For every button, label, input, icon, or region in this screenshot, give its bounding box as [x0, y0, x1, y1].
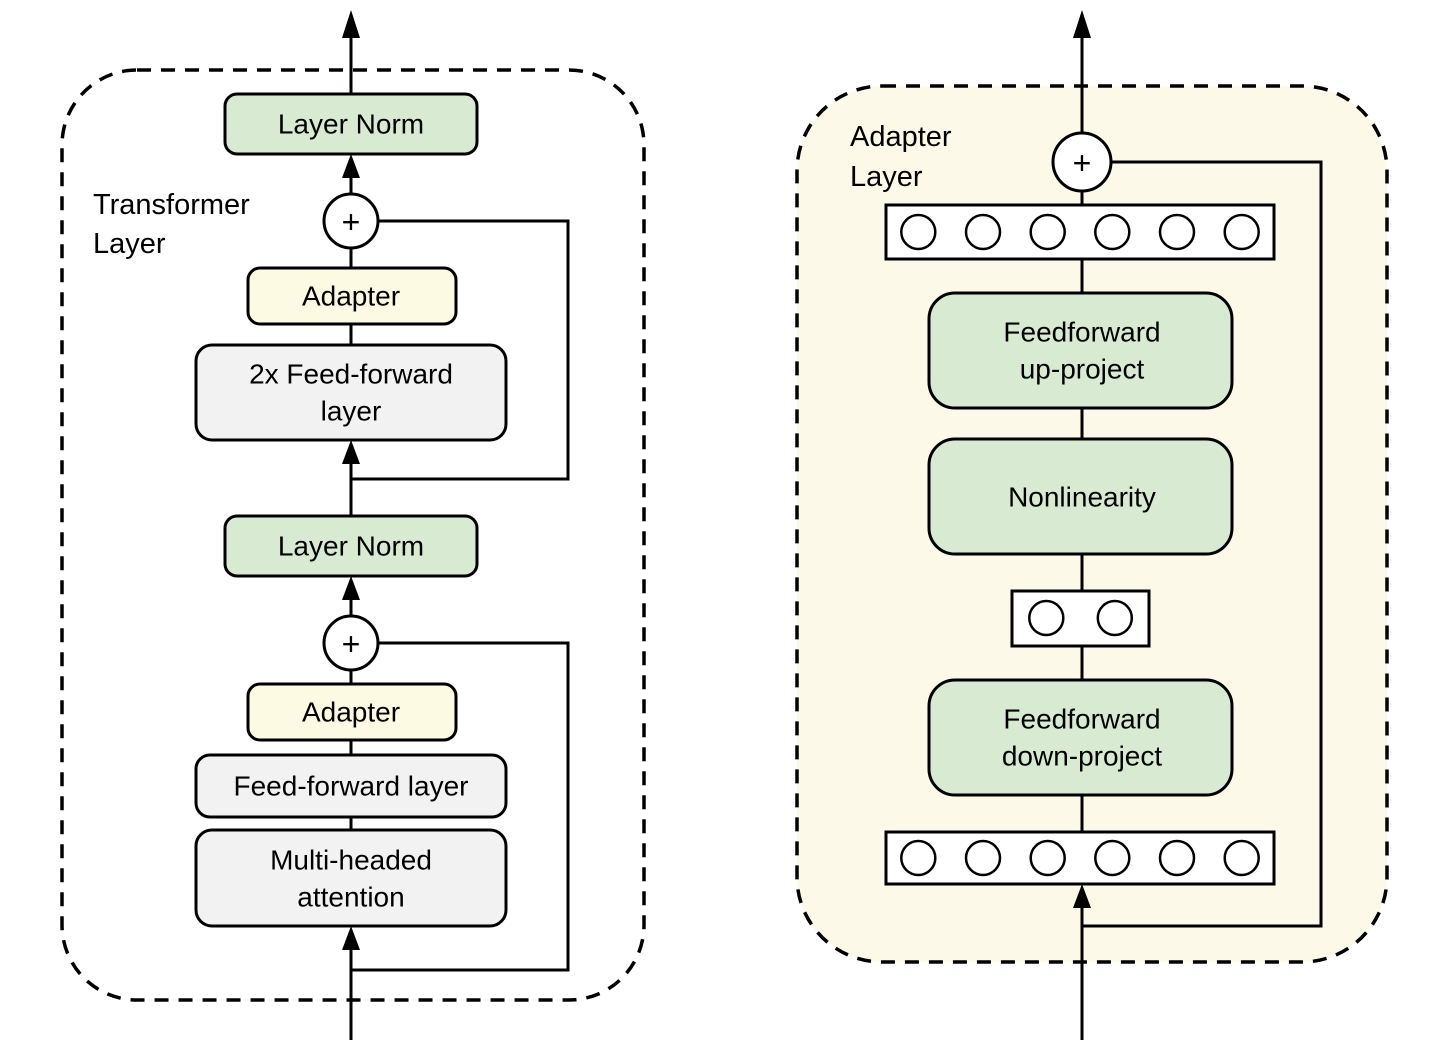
multi-headed-attention-label-line1: Multi-headed: [270, 845, 432, 876]
feed-forward-label: Feed-forward layer: [234, 771, 469, 802]
transformer-layer-title-line2: Layer: [93, 228, 166, 260]
feedforward-down-project-label-line1: Feedforward: [1003, 704, 1160, 735]
plus-circle-right: [1051, 131, 1113, 193]
plus-node-upper-left: +: [322, 192, 380, 250]
multi-headed-attention-box: Multi-headed attention: [194, 828, 508, 928]
feed-forward-box: Feed-forward layer: [194, 753, 508, 819]
skip-connection-lower-left: [351, 641, 570, 972]
adapter-layer-panel: Adapter Layer + Feedforward up-project N…: [795, 10, 1389, 1040]
arrowhead-into-layernorm-mid: [342, 576, 360, 600]
feature-row-bottom: [884, 830, 1276, 886]
feed-forward-rect: [194, 753, 508, 819]
feed-forward-2x-box: 2x Feed-forward layer: [194, 343, 508, 442]
bottleneck-row: [1010, 589, 1151, 648]
feature-circle: [1096, 599, 1134, 637]
layer-norm-top-rect: [223, 92, 479, 156]
feature-circle: [900, 839, 937, 877]
feature-row-top: [884, 203, 1276, 261]
feature-circle: [1158, 213, 1196, 251]
feedforward-up-project-rect: [927, 291, 1234, 410]
plus-circle-lower-left: [322, 614, 380, 672]
arrowhead-output-top-right: [1073, 10, 1091, 38]
adapter-layer-title: Adapter Layer: [850, 121, 952, 193]
adapter-upper-rect: [246, 266, 458, 326]
feature-circle: [1094, 839, 1131, 877]
nonlinearity-box: Nonlinearity: [927, 437, 1234, 556]
layer-norm-mid-rect: [223, 514, 479, 578]
arrowhead-into-mha: [342, 926, 360, 950]
feedforward-up-project-label-line1: Feedforward: [1003, 317, 1160, 348]
adapter-lower-rect: [246, 682, 458, 742]
plus-sign-right: +: [1073, 145, 1092, 181]
layer-norm-mid-box: Layer Norm: [223, 514, 479, 578]
feedforward-up-project-label-line2: up-project: [1020, 354, 1145, 385]
transformer-layer-title-line1: Transformer: [93, 189, 250, 221]
feature-circle: [1158, 839, 1196, 877]
skip-connection-upper-left: [351, 219, 570, 481]
adapter-box-upper: Adapter: [246, 266, 458, 326]
arrowhead-output-top-left: [342, 10, 360, 38]
skip-connection-right: [1082, 160, 1323, 928]
arrowhead-into-layernorm-top: [342, 154, 360, 178]
adapter-upper-label: Adapter: [302, 281, 400, 312]
nonlinearity-rect: [927, 437, 1234, 556]
arrowhead-into-ff2x: [342, 440, 360, 464]
feed-forward-2x-label-line1: 2x Feed-forward: [249, 359, 453, 390]
adapter-box-lower: Adapter: [246, 682, 458, 742]
plus-circle-upper-left: [322, 192, 380, 250]
feed-forward-2x-rect: [194, 343, 508, 442]
plus-node-lower-left: +: [322, 614, 380, 672]
feature-circle: [900, 213, 937, 251]
adapter-layer-title-line1: Adapter: [850, 121, 952, 153]
arrowhead-into-bottomrow: [1073, 884, 1091, 908]
feature-circle: [1094, 213, 1131, 251]
feedforward-down-project-box: Feedforward down-project: [927, 678, 1234, 797]
feature-circle: [1223, 839, 1260, 877]
feature-circle: [1029, 839, 1066, 877]
feature-circle: [964, 213, 1002, 251]
adapter-lower-label: Adapter: [302, 697, 400, 728]
feature-circle: [1029, 213, 1066, 251]
feature-circle: [964, 839, 1002, 877]
feedforward-down-project-rect: [927, 678, 1234, 797]
feed-forward-2x-label-line2: layer: [321, 396, 382, 427]
feature-circle: [1028, 599, 1065, 637]
adapter-layer-title-line2: Layer: [850, 161, 923, 193]
layer-norm-mid-label: Layer Norm: [278, 531, 424, 562]
transformer-layer-panel: Layer Norm Transformer Layer + Adapter 2…: [60, 10, 646, 1040]
multi-headed-attention-label-line2: attention: [297, 882, 404, 913]
layer-norm-top-box: Layer Norm: [223, 92, 479, 156]
multi-headed-attention-rect: [194, 828, 508, 928]
feature-row-top-rect: [884, 203, 1276, 261]
feedforward-up-project-box: Feedforward up-project: [927, 291, 1234, 410]
nonlinearity-label: Nonlinearity: [1008, 482, 1156, 513]
feature-row-bottom-rect: [884, 830, 1276, 886]
transformer-layer-title: Transformer Layer: [93, 189, 250, 260]
plus-node-right: +: [1051, 131, 1113, 193]
plus-sign-upper-left: +: [342, 204, 361, 240]
plus-sign-lower-left: +: [342, 626, 361, 662]
feedforward-down-project-label-line2: down-project: [1002, 741, 1163, 772]
layer-norm-top-label: Layer Norm: [278, 109, 424, 140]
feature-circle: [1223, 213, 1260, 251]
